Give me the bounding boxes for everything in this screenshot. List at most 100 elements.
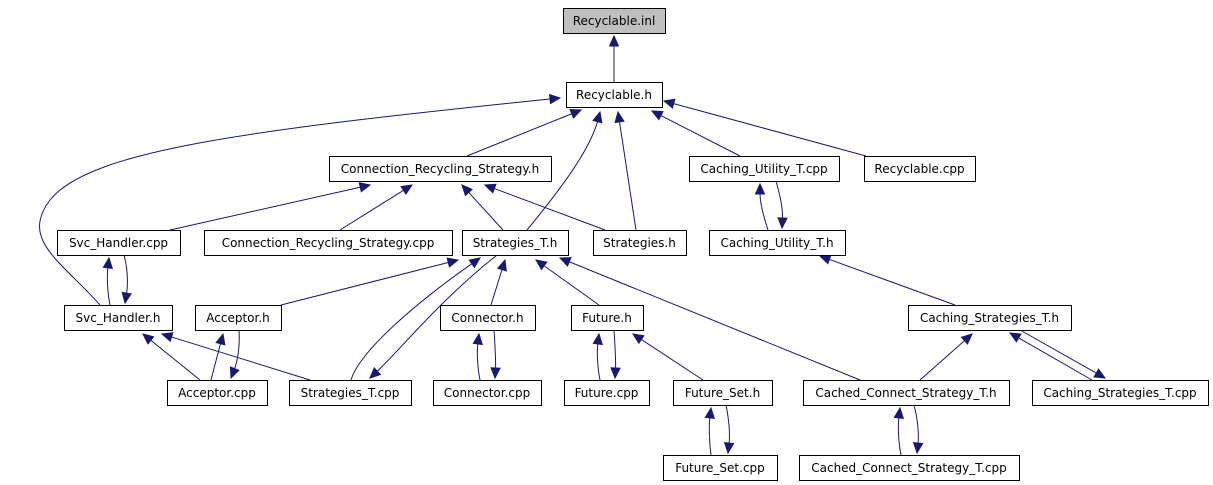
arrowhead-icon: [215, 332, 226, 346]
edge-caching_strat_h-to-caching_strat_cpp: [1019, 329, 1107, 379]
edge-future_cpp-to-future_h: [592, 332, 603, 381]
arrowhead-icon: [723, 441, 735, 455]
node-box: [908, 305, 1072, 331]
node-conn-rec-strat-cpp[interactable]: Connection_Recycling_Strategy.cpp: [204, 230, 453, 256]
arrowhead-icon: [912, 441, 924, 455]
node-caching-strat-cpp[interactable]: Caching_Strategies_T.cpp: [1032, 380, 1209, 406]
arrowhead-icon: [650, 110, 664, 121]
arrowhead-icon: [960, 333, 973, 345]
node-label: Recyclable.cpp: [874, 162, 964, 176]
edge-line: [618, 120, 637, 231]
edge-svc_handler_h-to-svc_handler_cpp: [102, 256, 114, 306]
edge-line: [149, 339, 201, 381]
node-label: Strategies.h: [603, 236, 676, 250]
node-strategies-h[interactable]: Strategies.h: [593, 230, 687, 256]
node-recyclable-cpp[interactable]: Recyclable.cpp: [864, 156, 976, 182]
edge-acceptor_cpp-to-acceptor_h: [210, 332, 226, 381]
edge-future_h-to-strategies_t_h: [535, 259, 600, 306]
edge-caching_util_h-to-caching_util_cpp: [754, 182, 769, 231]
edge-svc_handler_h-to-recyclable_h: [39, 93, 562, 306]
edge-strategies_t_h-to-conn_rec_strat_h: [461, 184, 504, 231]
arrowhead-icon: [1008, 332, 1022, 343]
edge-line: [919, 339, 966, 381]
edge-future_h-to-future_cpp: [610, 329, 621, 380]
arrowhead-icon: [490, 367, 501, 380]
arrowhead-icon: [777, 217, 788, 230]
arrowhead-icon: [893, 406, 905, 420]
node-svc-handler-h[interactable]: Svc_Handler.h: [64, 305, 173, 331]
node-box: [440, 305, 536, 331]
node-label: Future.cpp: [575, 386, 639, 400]
node-box: [462, 230, 569, 256]
node-box: [329, 156, 552, 182]
node-future-cpp[interactable]: Future.cpp: [564, 380, 650, 406]
edge-connector_cpp-to-connector_h: [472, 332, 483, 381]
node-box: [864, 156, 976, 182]
arrowhead-icon: [818, 254, 832, 265]
edge-line: [568, 260, 861, 381]
node-caching-strat-h[interactable]: Caching_Strategies_T.h: [908, 305, 1072, 331]
edge-strategies_t_h-to-recyclable_h: [526, 110, 603, 231]
edge-line: [526, 120, 599, 231]
node-future-set-cpp[interactable]: Future_Set.cpp: [663, 455, 778, 481]
edge-cached_conn_strat_cpp-to-cached_conn_strat_h: [893, 406, 905, 456]
node-strategies-t-h[interactable]: Strategies_T.h: [462, 230, 569, 256]
node-label: Strategies_T.h: [473, 236, 558, 250]
edge-conn_rec_strat_h-to-recyclable_h: [466, 109, 583, 157]
edge-line: [376, 254, 498, 373]
arrowhead-icon: [754, 182, 766, 195]
edge-future_set_h-to-future_h: [631, 333, 704, 381]
node-box: [289, 380, 412, 406]
edge-caching_strat_cpp-to-caching_strat_h: [1008, 332, 1093, 381]
edge-line: [339, 189, 405, 231]
edge-line: [1017, 337, 1093, 381]
node-recyclable-inl[interactable]: Recyclable.inl: [563, 8, 666, 34]
node-connector-h[interactable]: Connector.h: [440, 305, 536, 331]
node-label: Future.h: [582, 311, 632, 325]
edge-svc_handler_cpp-to-svc_handler_h: [121, 254, 132, 305]
node-box: [204, 230, 453, 256]
node-caching-util-cpp[interactable]: Caching_Utility_T.cpp: [689, 156, 840, 182]
node-cached-conn-strat-h[interactable]: Cached_Connect_Strategy_T.h: [803, 380, 1010, 406]
node-acceptor-cpp[interactable]: Acceptor.cpp: [167, 380, 268, 406]
arrowhead-icon: [121, 291, 132, 305]
edge-caching_util_cpp-to-recyclable_h: [650, 110, 741, 157]
edge-line: [466, 112, 573, 157]
node-caching-util-h[interactable]: Caching_Utility_T.h: [709, 230, 846, 256]
node-future-set-h[interactable]: Future_Set.h: [673, 380, 773, 406]
node-label: Caching_Strategies_T.cpp: [1043, 386, 1196, 400]
node-label: Connection_Recycling_Strategy.h: [341, 162, 539, 176]
edge-line: [210, 342, 222, 381]
edge-line: [170, 336, 311, 381]
edge-acceptor_h-to-acceptor_cpp: [229, 329, 240, 380]
node-connector-cpp[interactable]: Connector.cpp: [433, 380, 542, 406]
node-box: [64, 305, 173, 331]
node-label: Connector.h: [451, 311, 523, 325]
arrowhead-icon: [610, 367, 621, 380]
node-conn-rec-strat-h[interactable]: Connection_Recycling_Strategy.h: [329, 156, 552, 182]
node-acceptor-h[interactable]: Acceptor.h: [195, 305, 282, 331]
node-future-h[interactable]: Future.h: [571, 305, 644, 331]
edge-strategies_t_cpp-to-svc_handler_h: [160, 332, 311, 381]
node-label: Cached_Connect_Strategy_T.h: [815, 386, 996, 400]
arrowhead-icon: [358, 182, 372, 193]
edge-conn_rec_strat_cpp-to-conn_rec_strat_h: [339, 184, 414, 231]
edge-line: [233, 329, 240, 370]
node-strategies-t-cpp[interactable]: Strategies_T.cpp: [289, 380, 412, 406]
arrowhead-icon: [160, 332, 174, 343]
arrowhead-icon: [472, 332, 483, 346]
arrowhead-icon: [461, 184, 473, 197]
node-label: Recyclable.h: [576, 88, 652, 102]
edge-connector_h-to-connector_cpp: [490, 329, 501, 380]
node-label: Caching_Utility_T.cpp: [700, 162, 827, 176]
edge-acceptor_cpp-to-svc_handler_h: [142, 333, 201, 381]
node-box: [799, 455, 1020, 481]
node-svc-handler-cpp[interactable]: Svc_Handler.cpp: [57, 230, 181, 256]
node-cached-conn-strat-cpp[interactable]: Cached_Connect_Strategy_T.cpp: [799, 455, 1020, 481]
edge-connector_h-to-strategies_t_h: [490, 258, 507, 306]
node-recyclable-h[interactable]: Recyclable.h: [566, 82, 663, 108]
arrowhead-icon: [468, 257, 481, 269]
edge-line: [596, 342, 601, 381]
edge-line: [493, 329, 497, 370]
